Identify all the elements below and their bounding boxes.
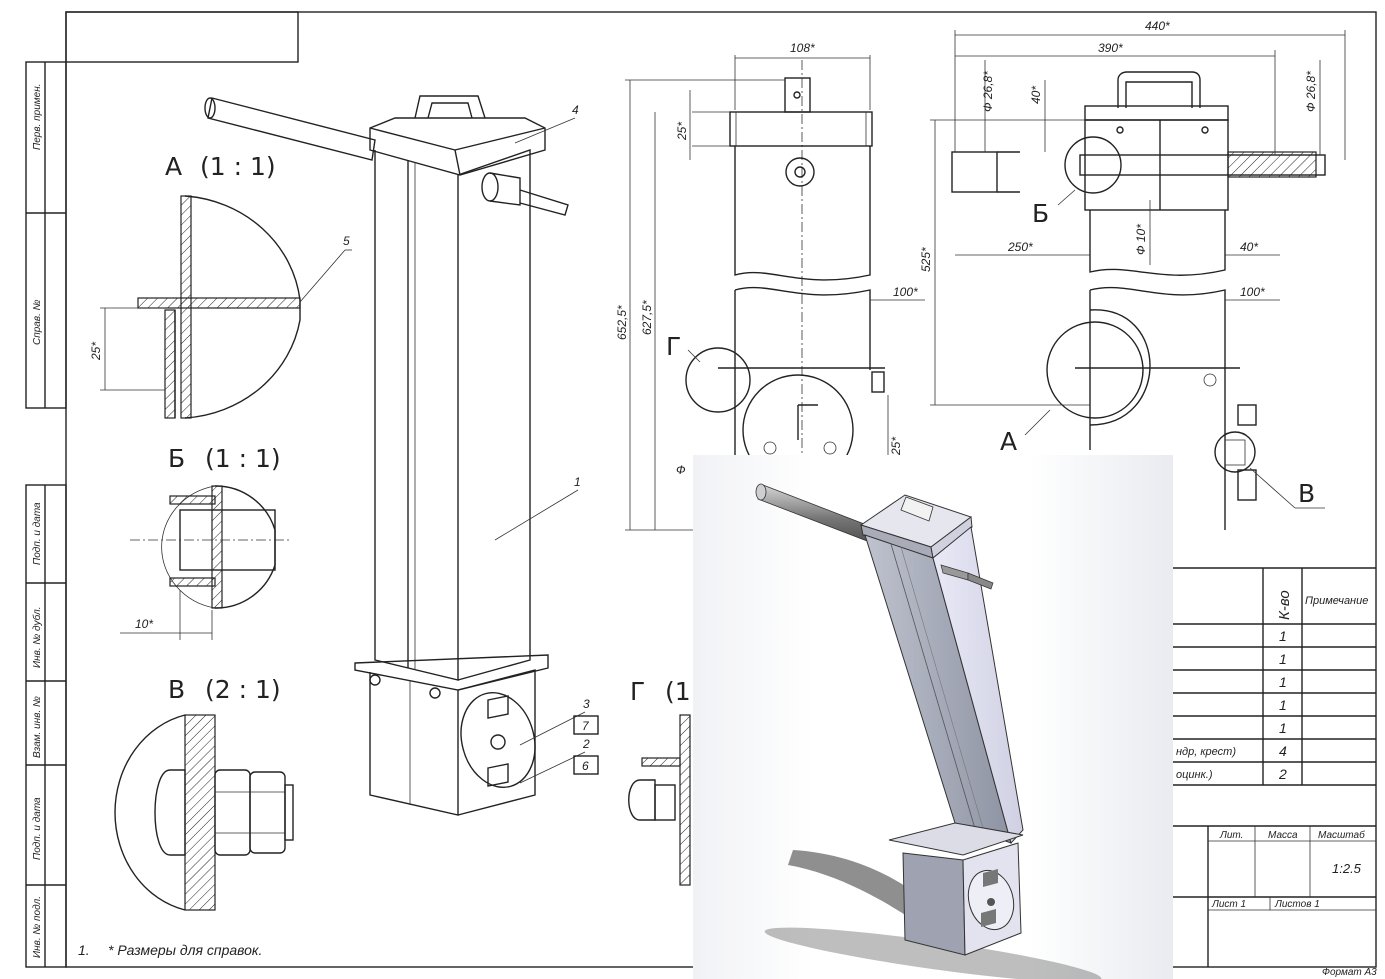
side-dim-390: 390* xyxy=(1098,41,1123,55)
stamp-label-perv: Перв. примен. xyxy=(32,84,43,150)
stamp-label-podp1: Подп. и дата xyxy=(32,502,43,565)
front-dim-phi: Ф xyxy=(676,463,686,477)
view-b-scale: (1 : 1) xyxy=(205,444,281,473)
spec-row-7-name: оцинк.) xyxy=(1176,769,1213,781)
view-g-scale: (1 xyxy=(665,677,691,706)
side-dim-40a: 40* xyxy=(1029,86,1043,104)
iso-leader-4: 4 xyxy=(572,103,579,117)
side-dim-250: 250* xyxy=(1007,240,1033,254)
front-dim-652: 652,5* xyxy=(615,305,629,340)
side-dim-40b: 40* xyxy=(1240,240,1258,254)
title-scale-value: 1:2.5 xyxy=(1332,861,1362,876)
view-g-label: Г xyxy=(630,677,645,706)
front-callout-g: Г xyxy=(666,332,681,361)
spec-row-1-qty: 1 xyxy=(1279,628,1287,644)
spec-row-6-name: ндр, крест) xyxy=(1176,746,1236,758)
side-dim-525: 525* xyxy=(919,247,933,272)
detail-view-a: А (1 : 1) 25* 5 xyxy=(89,152,352,419)
view-v-label: В xyxy=(168,675,185,704)
detail-view-v: В (2 : 1) xyxy=(114,675,294,911)
side-dim-phi268a: Ф 26,8* xyxy=(981,71,995,112)
left-stamp-strip: Перв. примен. Справ. № Подп. и дата Инв.… xyxy=(25,61,67,968)
side-dim-100: 100* xyxy=(1240,285,1265,299)
side-dim-phi268b: Ф 26,8* xyxy=(1304,71,1318,112)
render-3d-image xyxy=(755,483,1102,979)
title-mass: Масса xyxy=(1268,830,1298,841)
spec-row-4-qty: 1 xyxy=(1279,697,1287,713)
note-text: * Размеры для справок. xyxy=(108,942,262,958)
view-a-dim-25: 25* xyxy=(89,342,103,361)
isometric-assembly: 1 4 3 2 7 6 xyxy=(204,95,599,816)
iso-box-7: 7 xyxy=(582,719,590,733)
side-dim-440: 440* xyxy=(1145,19,1170,33)
spec-table: К-во Примечание 1 1 1 1 1 ндр, крест) 4 … xyxy=(1173,567,1376,786)
view-a-label: А xyxy=(165,152,182,181)
spec-row-5-qty: 1 xyxy=(1279,720,1287,736)
detail-view-b: Б (1 : 1) 10* xyxy=(120,444,290,640)
view-a-scale: (1 : 1) xyxy=(200,152,276,181)
front-dim-25: 25* xyxy=(675,122,689,141)
front-dim-108: 108* xyxy=(790,41,815,55)
spec-note-header: Примечание xyxy=(1305,595,1368,607)
view-v-scale: (2 : 1) xyxy=(205,675,281,704)
spec-row-6-qty: 4 xyxy=(1279,743,1287,759)
side-view: Б А В 440* 390* Ф 26,8* 40* Ф 26,8* xyxy=(919,19,1346,530)
spec-row-3-qty: 1 xyxy=(1279,674,1287,690)
stamp-label-podl: Инв. № подл. xyxy=(32,896,43,958)
stamp-label-podp2: Подп. и дата xyxy=(32,797,43,860)
front-dim-627: 627,5* xyxy=(640,300,654,335)
iso-leader-1: 1 xyxy=(574,475,581,489)
title-sheets: Листов 1 xyxy=(1274,899,1320,910)
side-callout-a: А xyxy=(1000,427,1017,456)
note-number: 1. xyxy=(78,942,90,958)
view-b-label: Б xyxy=(168,444,185,473)
title-block: Лит. Масса Масштаб 1:2.5 Лист 1 Листов 1… xyxy=(1173,825,1377,978)
front-dim-100: 100* xyxy=(893,285,918,299)
title-format: Формат А3 xyxy=(1322,967,1377,978)
spec-row-7-qty: 2 xyxy=(1278,766,1287,782)
detail-view-g: Г (1 xyxy=(628,677,691,886)
title-sheet: Лист 1 xyxy=(1211,899,1246,910)
spec-qty-header: К-во xyxy=(1276,590,1293,620)
spec-row-2-qty: 1 xyxy=(1279,651,1287,667)
title-scale-label: Масштаб xyxy=(1318,829,1365,841)
side-dim-phi10: Ф 10* xyxy=(1134,224,1148,255)
iso-leader-2: 2 xyxy=(582,737,590,751)
iso-box-6: 6 xyxy=(582,759,589,773)
top-stamp-box xyxy=(65,11,299,63)
stamp-label-sprav: Справ. № xyxy=(32,299,43,345)
front-dim-25b: 25* xyxy=(889,437,903,456)
stamp-label-dubl: Инв. № дубл. xyxy=(31,607,43,669)
view-b-dim-10: 10* xyxy=(135,617,153,631)
side-callout-b: Б xyxy=(1032,199,1049,228)
side-callout-v: В xyxy=(1298,479,1315,508)
render-3d-panel xyxy=(693,455,1173,979)
iso-leader-3: 3 xyxy=(583,697,590,711)
view-a-leader-5: 5 xyxy=(343,234,350,248)
title-lit: Лит. xyxy=(1219,830,1243,841)
stamp-label-vzam: Взам. инв. № xyxy=(32,696,43,758)
